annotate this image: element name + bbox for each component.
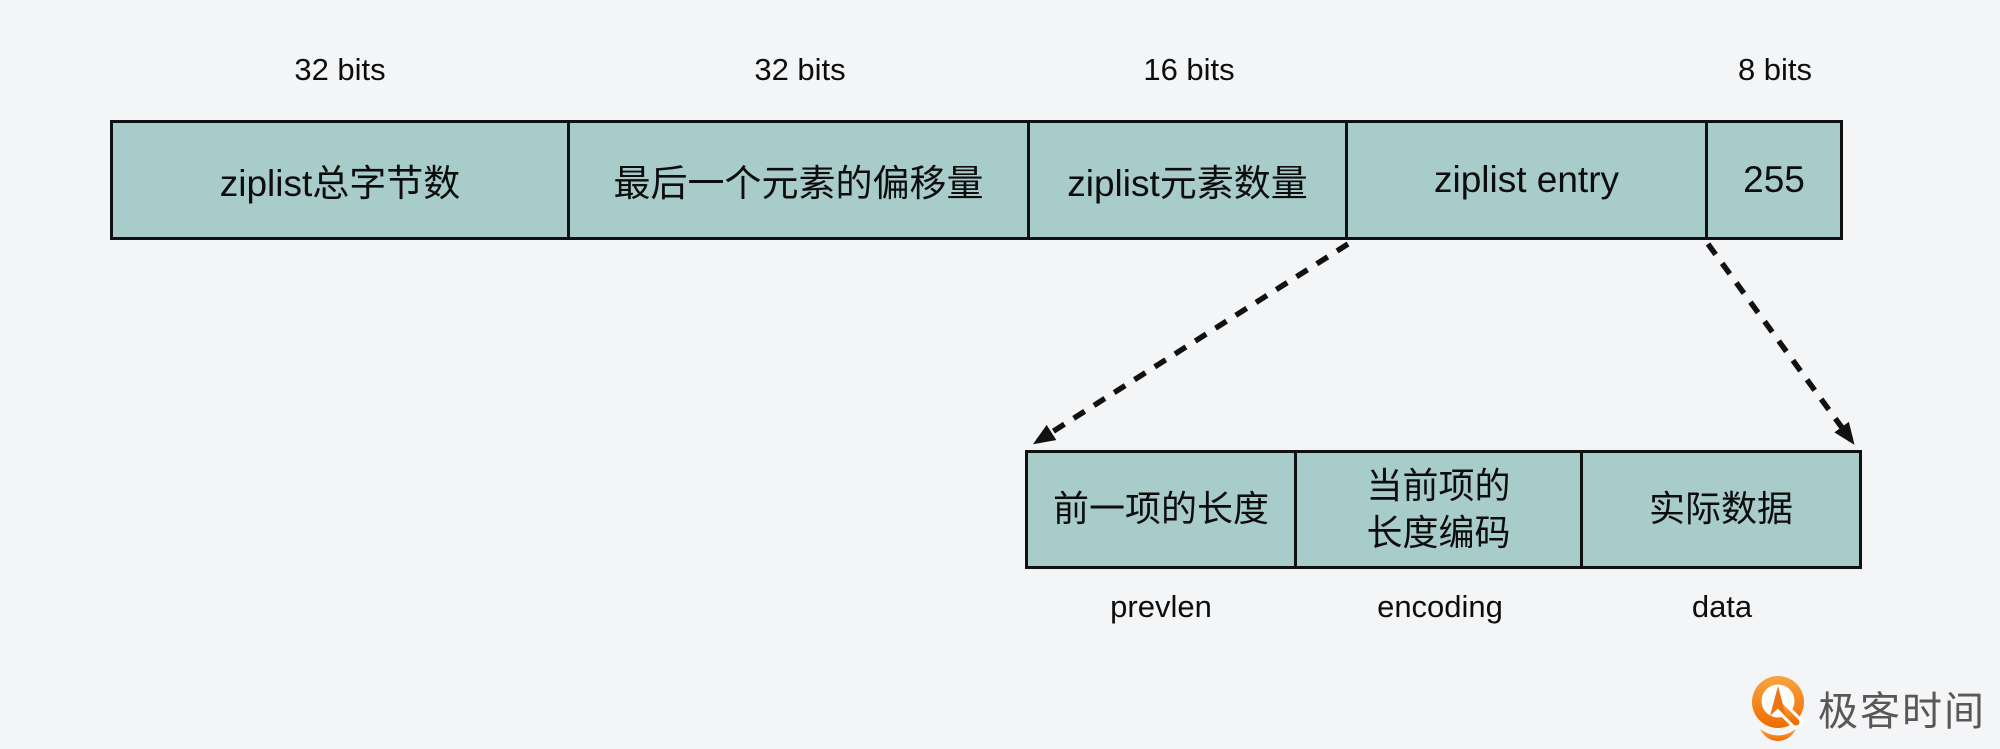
cell-prevlen-label: 前一项的长度 bbox=[1052, 488, 1269, 530]
cell-ziplist-entry-count: ziplist元素数量 bbox=[1030, 123, 1348, 237]
bits-label-entry-count: 16 bits bbox=[1143, 52, 1235, 87]
dashed-arrow-right bbox=[1705, 242, 1855, 445]
cell-prevlen: 前一项的长度 bbox=[1028, 453, 1297, 566]
cell-end-marker-255: 255 bbox=[1743, 159, 1805, 200]
cell-encoding-label-line2: 长度编码 bbox=[1366, 511, 1511, 553]
dashed-arrow-left bbox=[1032, 241, 1350, 445]
cell-encoding: 当前项的 长度编码 bbox=[1297, 453, 1583, 566]
geektime-logo: 极客时间 bbox=[1748, 674, 1986, 742]
ziplist-header-bar: ziplist总字节数 最后一个元素的偏移量 ziplist元素数量 zipli… bbox=[110, 120, 1843, 240]
cell-ziplist-total-bytes: ziplist总字节数 bbox=[113, 123, 570, 237]
bits-label-end-marker: 8 bits bbox=[1737, 52, 1813, 87]
cell-last-element-offset: 最后一个元素的偏移量 bbox=[570, 123, 1030, 237]
geektime-logo-text: 极客时间 bbox=[1818, 690, 1986, 734]
cell-data: 实际数据 bbox=[1583, 453, 1859, 566]
cell-data-label: 实际数据 bbox=[1648, 488, 1793, 530]
bits-label-total-bytes: 32 bits bbox=[294, 52, 386, 87]
geektime-icon bbox=[1752, 676, 1805, 741]
bits-label-last-offset: 32 bits bbox=[754, 52, 846, 87]
cell-encoding-label-line1: 当前项的 bbox=[1366, 465, 1511, 507]
ziplist-entry-detail-bar: 前一项的长度 当前项的 长度编码 实际数据 bbox=[1025, 450, 1862, 569]
field-label-encoding: encoding bbox=[1377, 589, 1503, 624]
field-label-prevlen: prevlen bbox=[1110, 589, 1212, 624]
cell-ziplist-entry: ziplist entry bbox=[1348, 123, 1708, 237]
field-label-data: data bbox=[1691, 589, 1753, 624]
